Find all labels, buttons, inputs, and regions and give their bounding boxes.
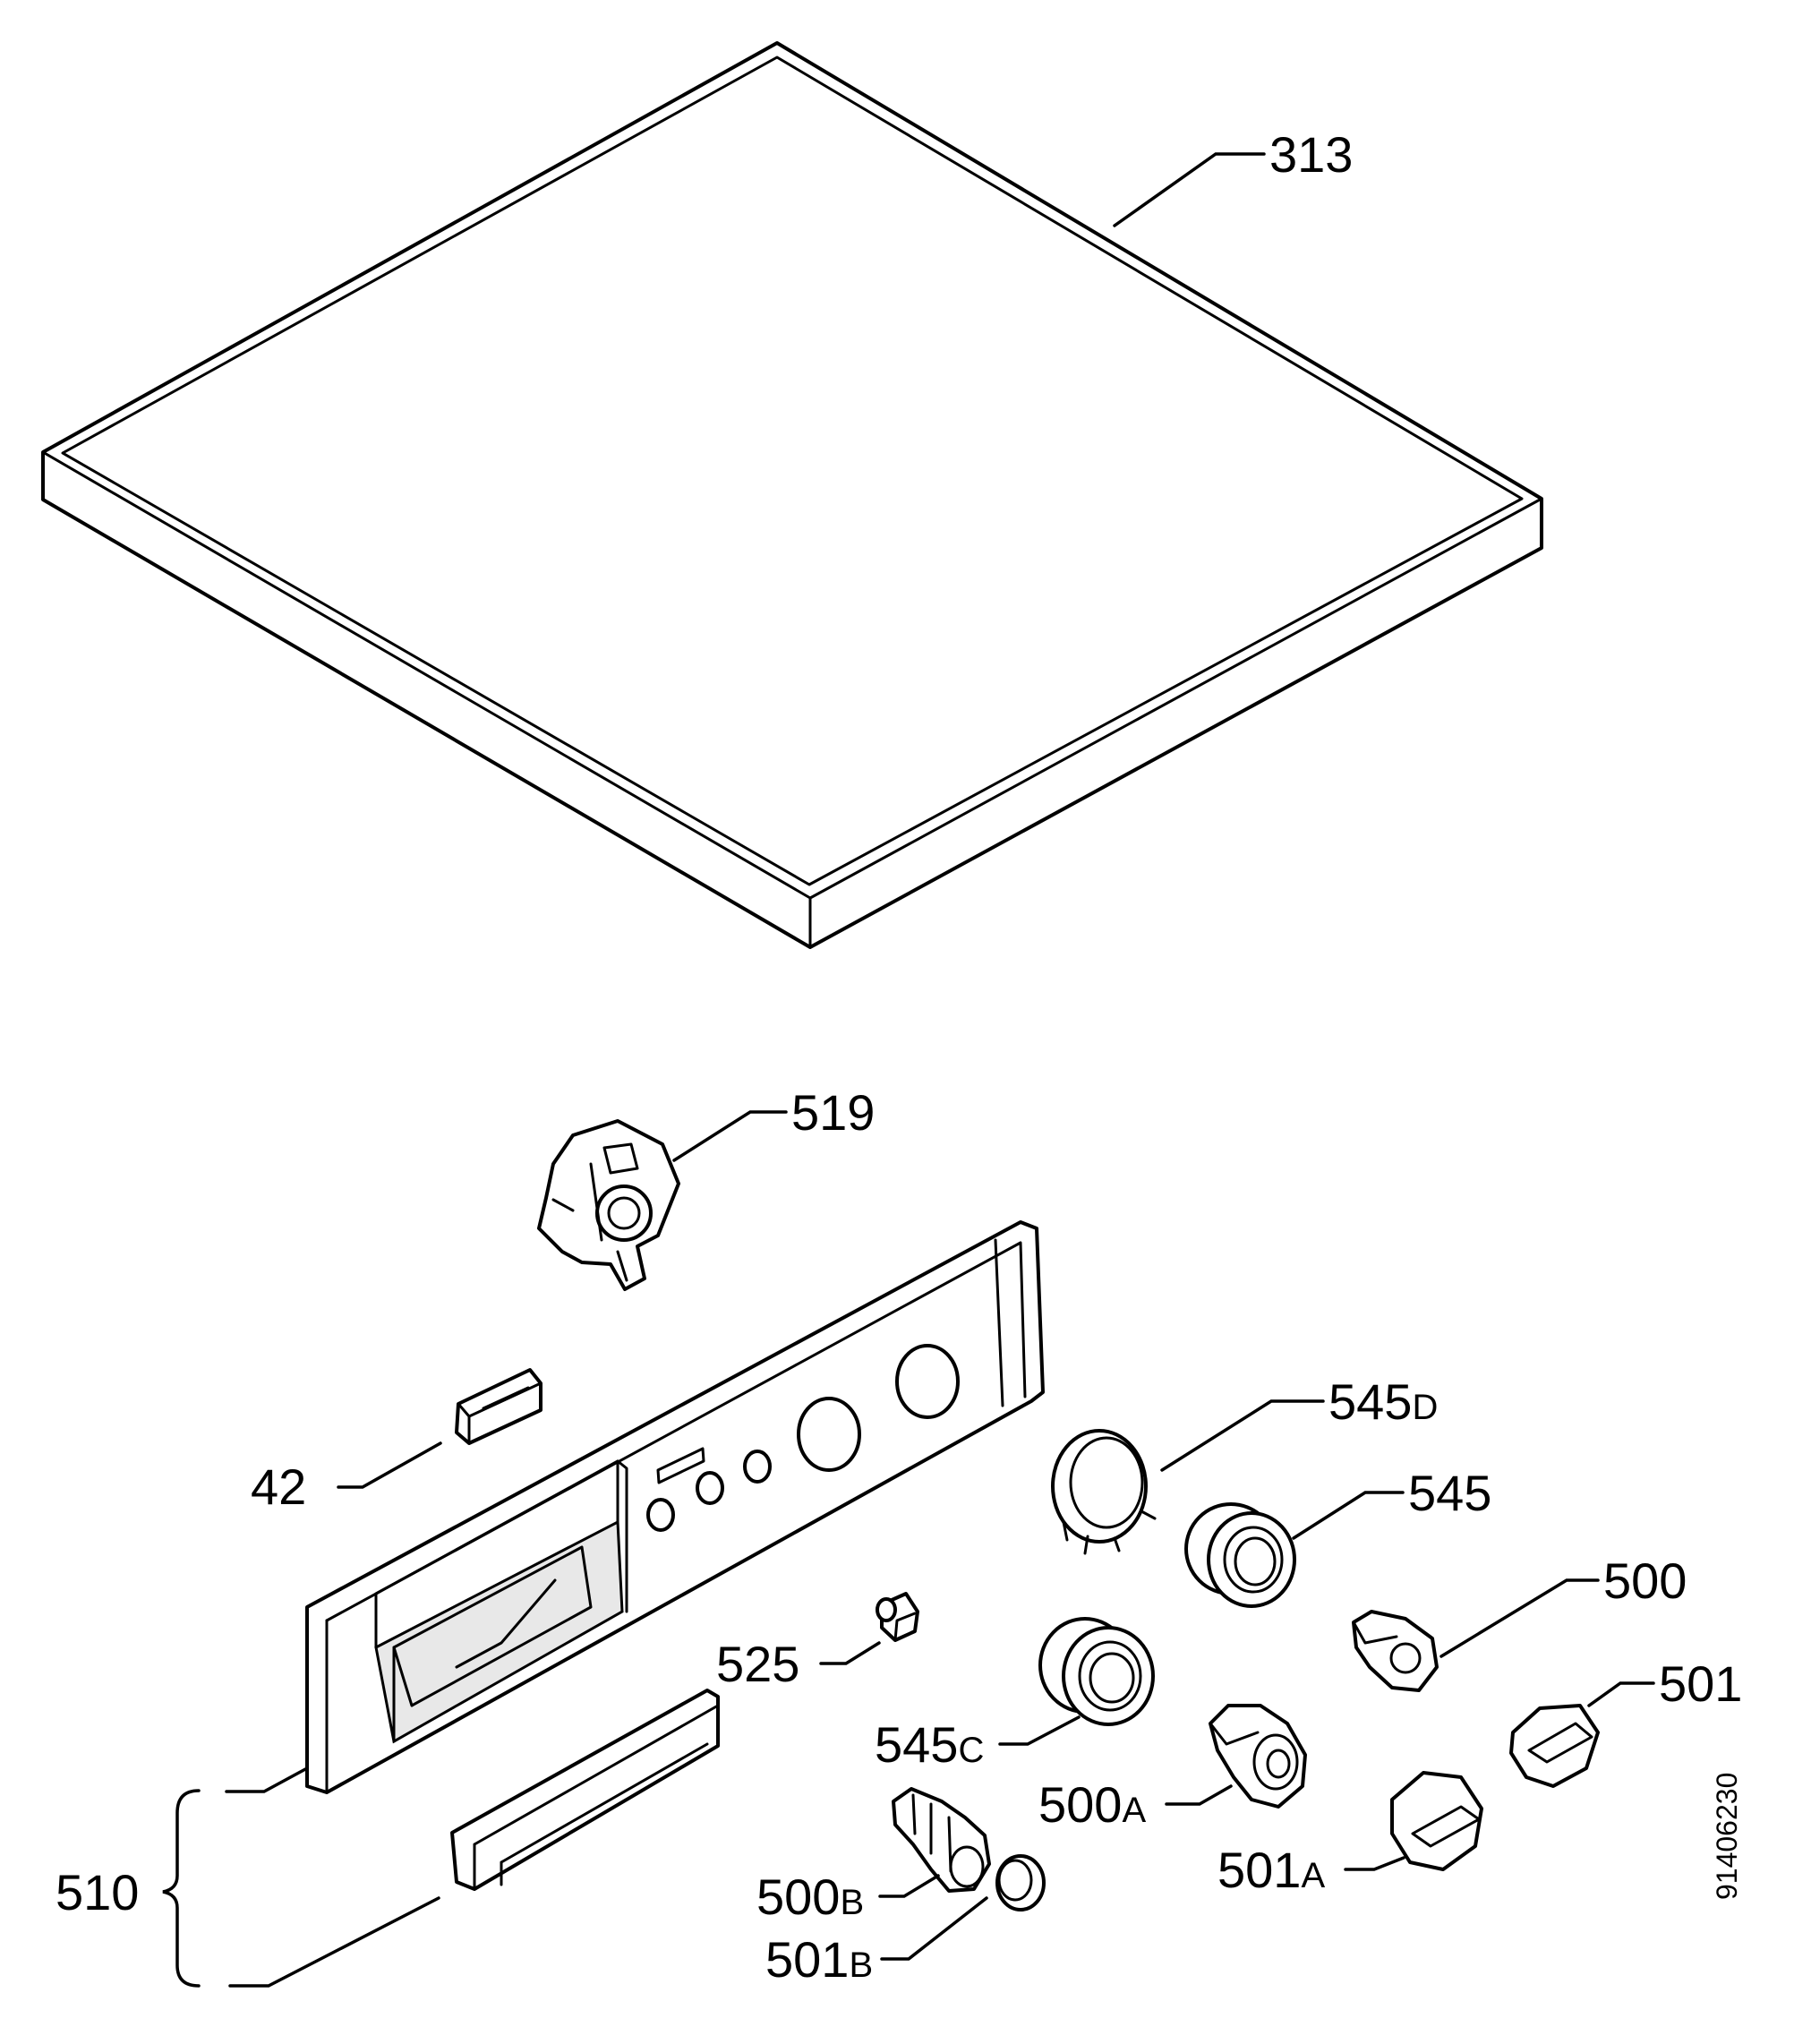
callout-501b: 501B bbox=[765, 1931, 873, 1988]
part-501a-knob-cap bbox=[1390, 1771, 1483, 1871]
part-519-bracket bbox=[537, 1119, 680, 1291]
brace-510 bbox=[162, 1789, 201, 1988]
callout-500: 500 bbox=[1603, 1552, 1687, 1609]
callout-519: 519 bbox=[791, 1084, 875, 1141]
part-42-switch-key bbox=[455, 1368, 542, 1445]
callout-545d: 545D bbox=[1328, 1373, 1438, 1430]
drawing-code: 91406230 bbox=[1711, 1773, 1743, 1900]
part-501b-cap bbox=[995, 1854, 1046, 1911]
leader-501 bbox=[1587, 1681, 1655, 1707]
callout-525: 525 bbox=[716, 1636, 799, 1692]
callout-510: 510 bbox=[56, 1864, 139, 1920]
callout-501: 501 bbox=[1659, 1655, 1742, 1712]
part-500a-switch bbox=[1209, 1704, 1307, 1809]
leader-510-upper bbox=[225, 1766, 309, 1793]
leader-501b bbox=[880, 1896, 988, 1961]
callout-545: 545 bbox=[1408, 1465, 1491, 1521]
leader-501a bbox=[1344, 1856, 1405, 1871]
part-313-top-cover bbox=[41, 41, 1543, 949]
part-500-switch bbox=[1352, 1610, 1439, 1692]
leader-519 bbox=[672, 1110, 788, 1162]
leader-42 bbox=[337, 1441, 442, 1489]
leader-500a bbox=[1165, 1784, 1233, 1806]
leader-525 bbox=[819, 1641, 881, 1665]
callout-545c: 545C bbox=[875, 1716, 984, 1773]
leader-545c bbox=[998, 1715, 1081, 1746]
part-525-plunger bbox=[876, 1592, 919, 1642]
part-500b-switch bbox=[892, 1787, 991, 1893]
callout-42: 42 bbox=[251, 1458, 306, 1515]
callout-500a: 500A bbox=[1038, 1776, 1146, 1833]
leader-500 bbox=[1439, 1578, 1600, 1658]
leader-545 bbox=[1292, 1491, 1405, 1540]
part-545c-knob bbox=[1038, 1617, 1155, 1726]
leader-510-lower bbox=[228, 1896, 440, 1988]
callout-313: 313 bbox=[1269, 126, 1353, 183]
part-501-knob-cap bbox=[1509, 1704, 1600, 1788]
leader-lines bbox=[162, 152, 1655, 1988]
part-545d-bezel-ring bbox=[1051, 1429, 1157, 1555]
part-510-dispenser-drawer bbox=[450, 1689, 720, 1891]
callout-500b: 500B bbox=[756, 1869, 864, 1925]
leader-545d bbox=[1160, 1399, 1325, 1472]
leader-500b bbox=[878, 1874, 940, 1898]
part-510-control-panel bbox=[305, 1220, 1045, 1794]
callout-501a: 501A bbox=[1217, 1842, 1325, 1898]
part-545-knob bbox=[1184, 1502, 1296, 1608]
callout-labels: 313 519 42 545D 545 500 525 501 545C 500… bbox=[56, 126, 1742, 1988]
leader-313 bbox=[1113, 152, 1266, 227]
